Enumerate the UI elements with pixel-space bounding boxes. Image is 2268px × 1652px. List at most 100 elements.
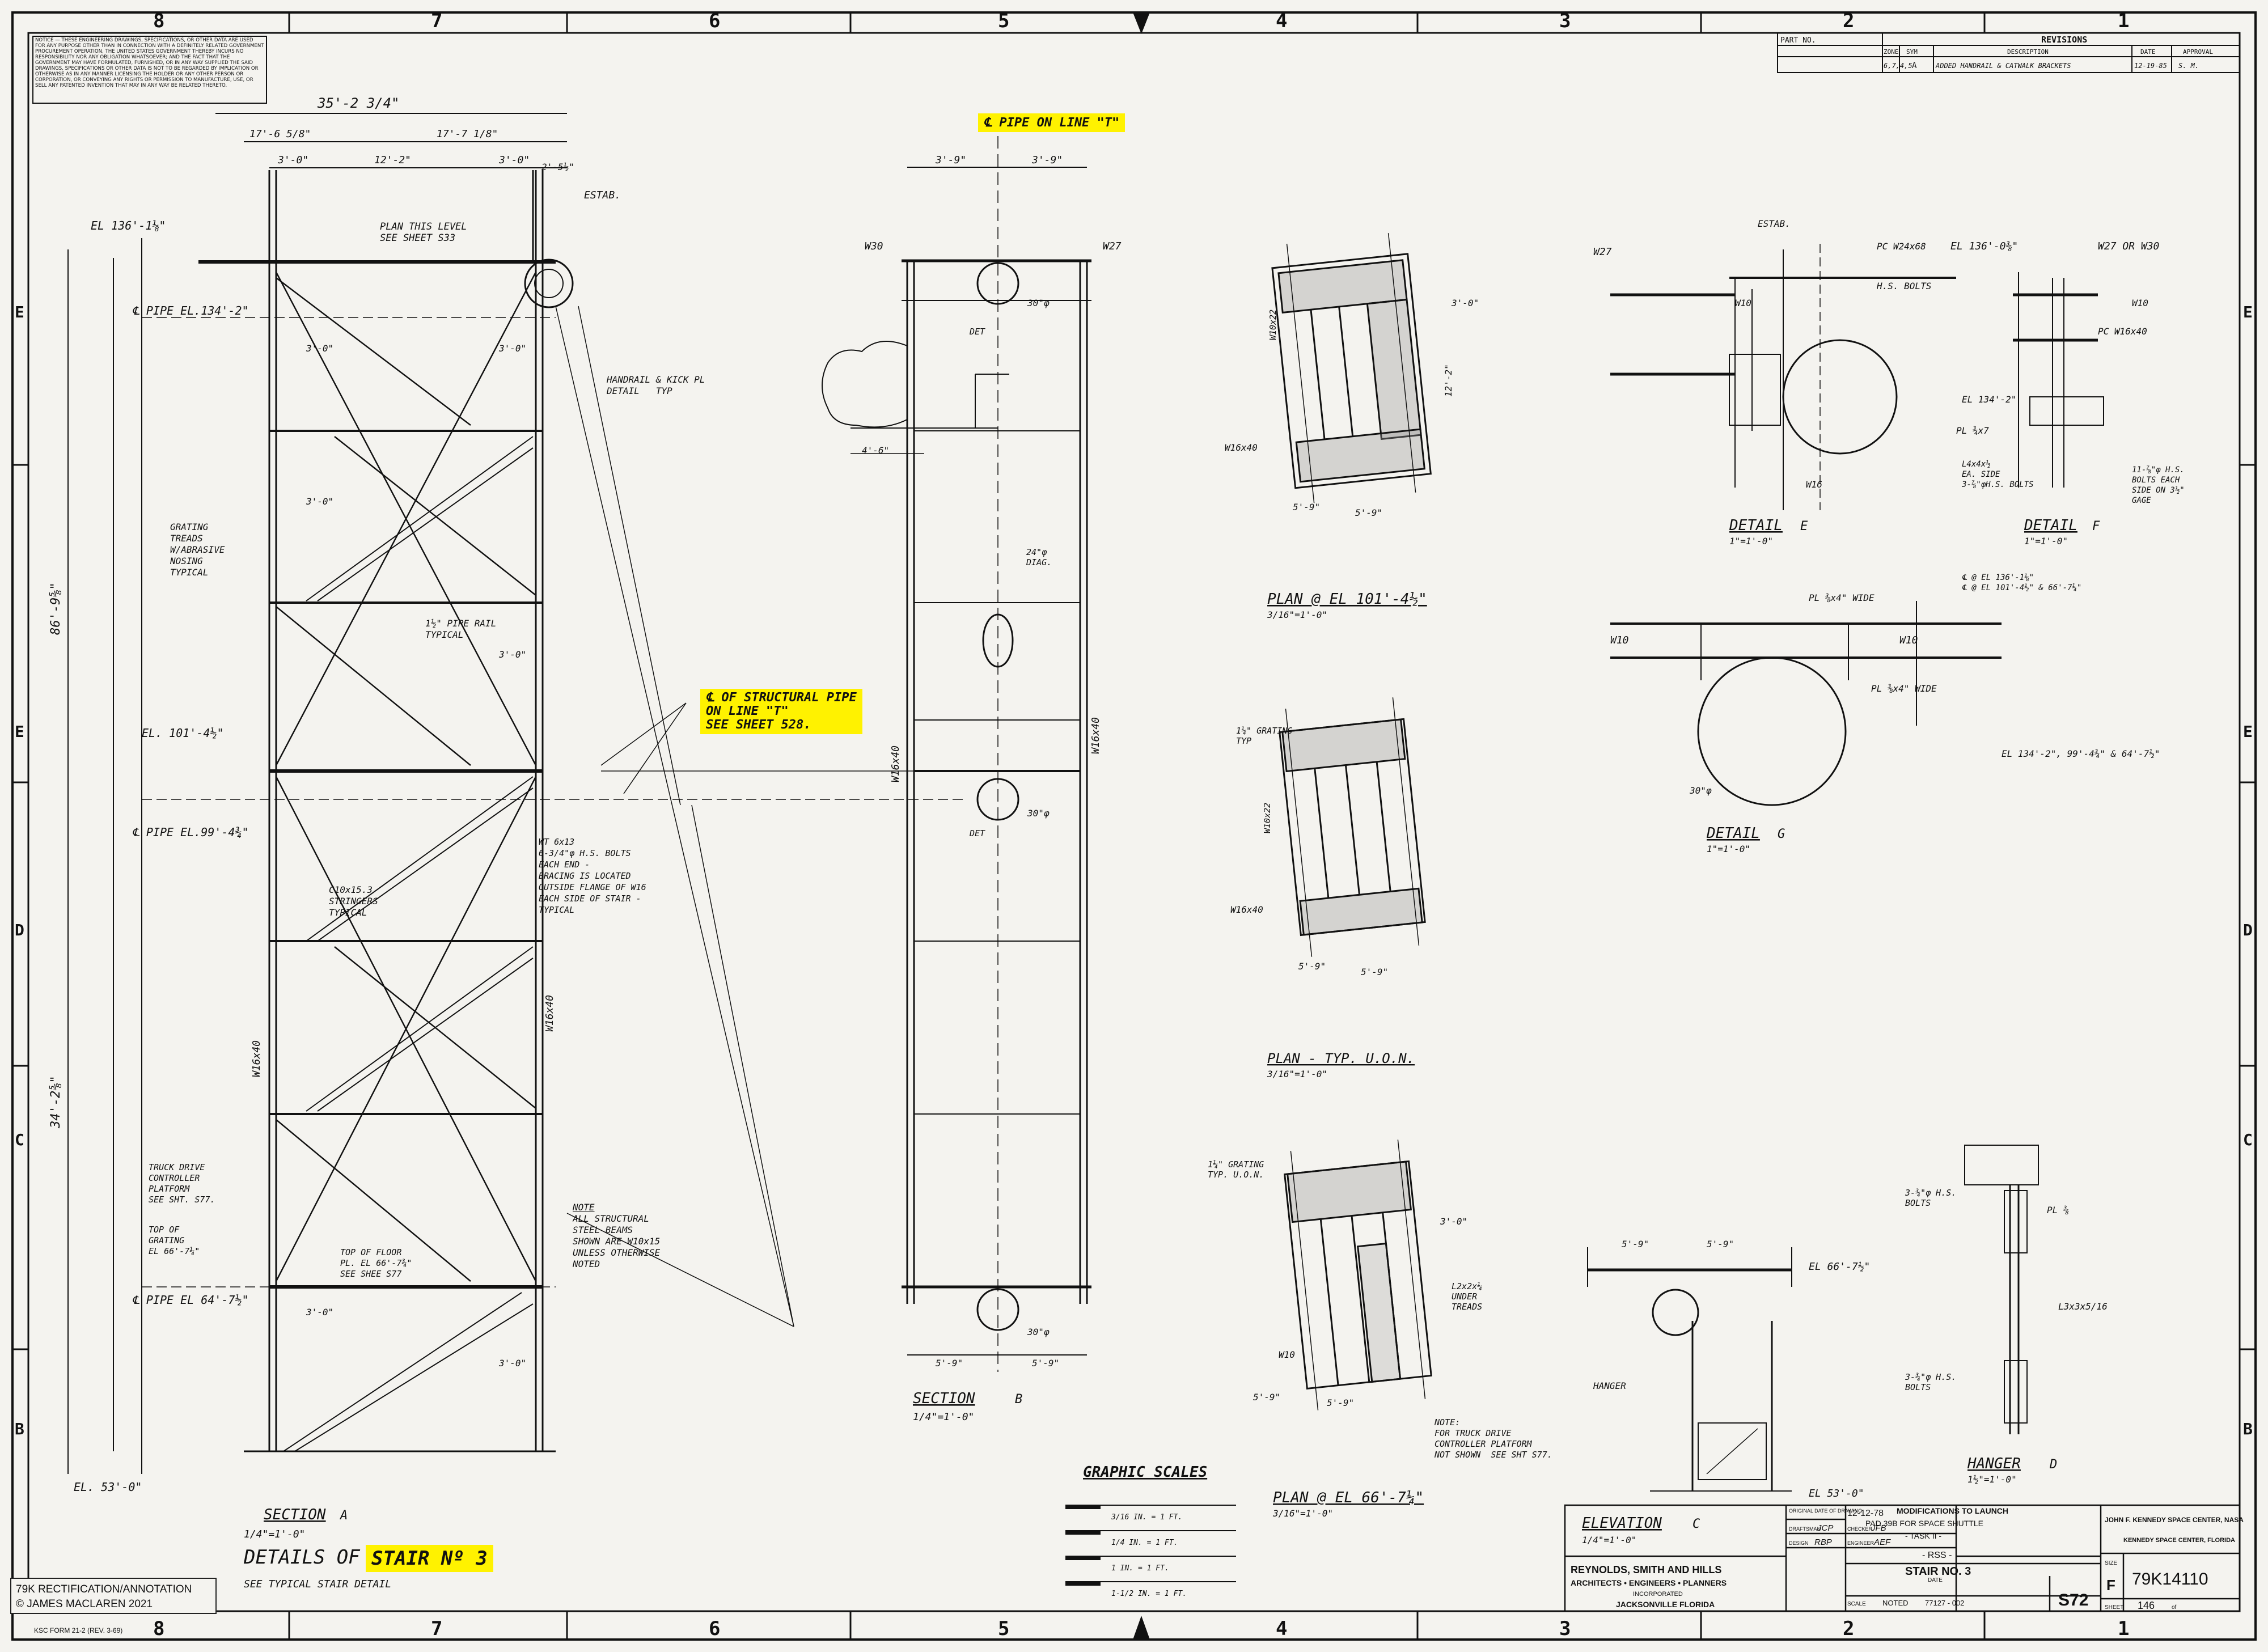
zone-label: 7 [431,10,442,32]
elevation-c-title: ELEVATION [1582,1515,1662,1532]
zone-label: 1 [2118,1617,2129,1640]
dim-top-overall: 35'-2 3/4" [317,95,400,111]
detail-g-letter: G [1778,827,1785,841]
detail-e-letter: E [1800,519,1808,533]
form-number: KSC FORM 21-2 (REV. 3-69) [34,1626,122,1634]
detail-g-scale: 1"=1'-0" [1707,844,1750,854]
w10-label: W10 [1610,634,1629,646]
l2-treads-note: L2x2x¼ UNDER TREADS [1452,1281,1483,1312]
det-label: DET [969,828,985,838]
plan-this-level-note: PLAN THIS LEVEL SEE SHEET S33 [380,221,467,244]
section-b-letter: B [1015,1392,1022,1407]
elevation-hanger-labels: 5'-9" 5'-9" EL 66'-7½" EL 53'-0" HANGER … [1593,1205,2108,1499]
zone-ticks [12,12,2256,1640]
detail-f-letter: F [2092,519,2100,533]
el-list-label: EL 134'-2", 99'-4¾" & 64'-7½" [2002,748,2160,759]
dim-3-0: 3'-0" [306,496,333,507]
stamp-line-2: © JAMES MACLAREN 2021 [16,1598,153,1610]
section-a-letter: A [339,1509,348,1523]
w27-or-w30-label: W27 OR W30 [2098,240,2159,252]
dim-5-9: 5'-9" [1298,961,1326,972]
project-line-2: PAD 39B FOR SPACE SHUTTLE [1865,1519,1983,1528]
notice-block: NOTICE — THESE ENGINEERING DRAWINGS, SPE… [32,36,267,104]
dim-12-2: 12'-2" [374,154,411,166]
rss-label: - RSS - [1922,1551,1952,1560]
dim-86-label: 86'-9⅝" [49,582,63,635]
estab-label: ESTAB. [584,189,621,201]
details-labels: W27 W10 ESTAB. PC W24x68 EL 136'-0⅜" H.S… [1593,218,2160,796]
zone-label: 3 [1559,1617,1571,1640]
rev-approval: S. M. [2178,62,2199,70]
zone-label: 6 [709,1617,720,1640]
w16x40-label: W16x40 [1230,904,1263,915]
w27-label: W27 [1593,246,1612,258]
size-label: SIZE [2105,1560,2118,1566]
hanger-d-title: HANGER [1967,1455,2021,1472]
dim-3-0: 3'-0" [277,154,308,166]
dim-5-9: 5'-9" [1327,1397,1354,1408]
pl-3-8-label: PL ⅜ [2047,1205,2069,1215]
rectification-stamp: 79K RECTIFICATION/ANNOTATION © JAMES MAC… [10,1578,217,1614]
zone-label: E [2243,722,2253,741]
project-line-3: - TASK II - [1905,1531,1941,1540]
detail-g [1610,601,2002,806]
el-66-label: EL 66'-7½" [1809,1261,1870,1273]
scale-row-label: 1 IN. = 1 FT. [1111,1564,1169,1573]
dim-top-right: 17'-7 1/8" [437,128,498,140]
rev-desc: ADDED HANDRAIL & CATWALK BRACKETS [1935,62,2071,70]
scale-label: SCALE [1847,1601,1866,1607]
graphic-scales [1065,1505,1236,1586]
dim-3-0: 3'-0" [498,1358,526,1369]
revisions-header: REVISIONS [2041,35,2087,45]
zone-label: 4 [1276,10,1287,32]
elevation-c-letter: C [1692,1517,1700,1531]
el-53b-label: EL 53'-0" [1809,1488,1864,1499]
w27-label: W27 [1103,240,1122,252]
w10-label: W10 [2132,298,2148,308]
detail-e-scale: 1"=1'-0" [1729,536,1773,547]
w16-label: W16 [1806,479,1822,490]
w10x22-label: W10x22 [1268,310,1278,340]
section-b-labels: W30 W27 3'-9" 3'-9" 4'-6" 30"φ 30"φ 30"φ… [862,154,1122,1369]
rev-date: 12-19-85 [2134,62,2167,70]
firm-line-1: REYNOLDS, SMITH AND HILLS [1571,1564,1721,1575]
el-136-g-note: ℄ @ EL 136'-1⅛" ℄ @ EL 101'-4½" & 66'-7¼… [1962,573,2082,592]
grating-uon-note: 1¼" GRATING TYP. U.O.N. [1208,1159,1264,1180]
truck-drive-note: TRUCK DRIVE CONTROLLER PLATFORM SEE SHT.… [149,1162,215,1205]
scale-row-label: 1-1/2 IN. = 1 FT. [1111,1590,1187,1598]
bolts-11-note: 11-⅞"φ H.S. BOLTS EACH SIDE ON 3½" GAGE [2132,465,2185,505]
draftsman: JCP [1817,1523,1833,1533]
zone-label: 8 [153,10,164,32]
el-134-label: EL 134'-2" [1962,394,2016,405]
detail-f-scale: 1"=1'-0" [2024,536,2068,547]
detail-f [2013,272,2104,488]
w10-label: W10 [1735,298,1751,308]
pc-w24-label: PC W24x68 [1877,241,1926,252]
detail-g-title: DETAIL [1706,825,1760,842]
dim-5-9: 5'-9" [1361,967,1388,977]
zone-label: B [2243,1420,2253,1438]
hanger-label: HANGER [1593,1380,1626,1391]
note-title: NOTE [573,1202,595,1213]
engineer-label: ENGINEER [1847,1540,1875,1546]
dim-3-9: 3'-9" [935,154,966,166]
rev-sym: A [1912,61,1917,70]
dim-5-9: 5'-9" [1622,1239,1649,1249]
section-b-scale: 1/4"=1'-0" [913,1411,974,1423]
plan-101-title: PLAN @ EL 101'-4½" [1267,591,1427,608]
zone-label: C [15,1130,24,1149]
revisions-block: PART NO. REVISIONS ZONE SYM DESCRIPTION … [1777,32,2240,73]
plan-typ-scale: 3/16"=1'-0" [1267,1069,1327,1079]
design-label: DESIGN [1789,1540,1809,1546]
section-b-elevation [822,136,1091,1372]
w10-label: W10 [1279,1349,1295,1360]
title-block-text: ORIGINAL DATE OF DRAWING 12-12-78 DRAFTS… [1571,1506,2244,1611]
dim-3-0: 3'-0" [1440,1216,1467,1227]
section-a-notes: PLAN THIS LEVEL SEE SHEET S33 HANDRAIL &… [149,221,705,1279]
el-136-label: EL 136'-1⅛" [91,219,166,232]
w16x40-label: W16x40 [544,995,556,1032]
details-of-title: DETAILS OF [243,1546,360,1569]
zone-label: 5 [998,10,1009,32]
bolts-3-4-note: 3-¾"φ H.S. BOLTS [1905,1372,1957,1392]
